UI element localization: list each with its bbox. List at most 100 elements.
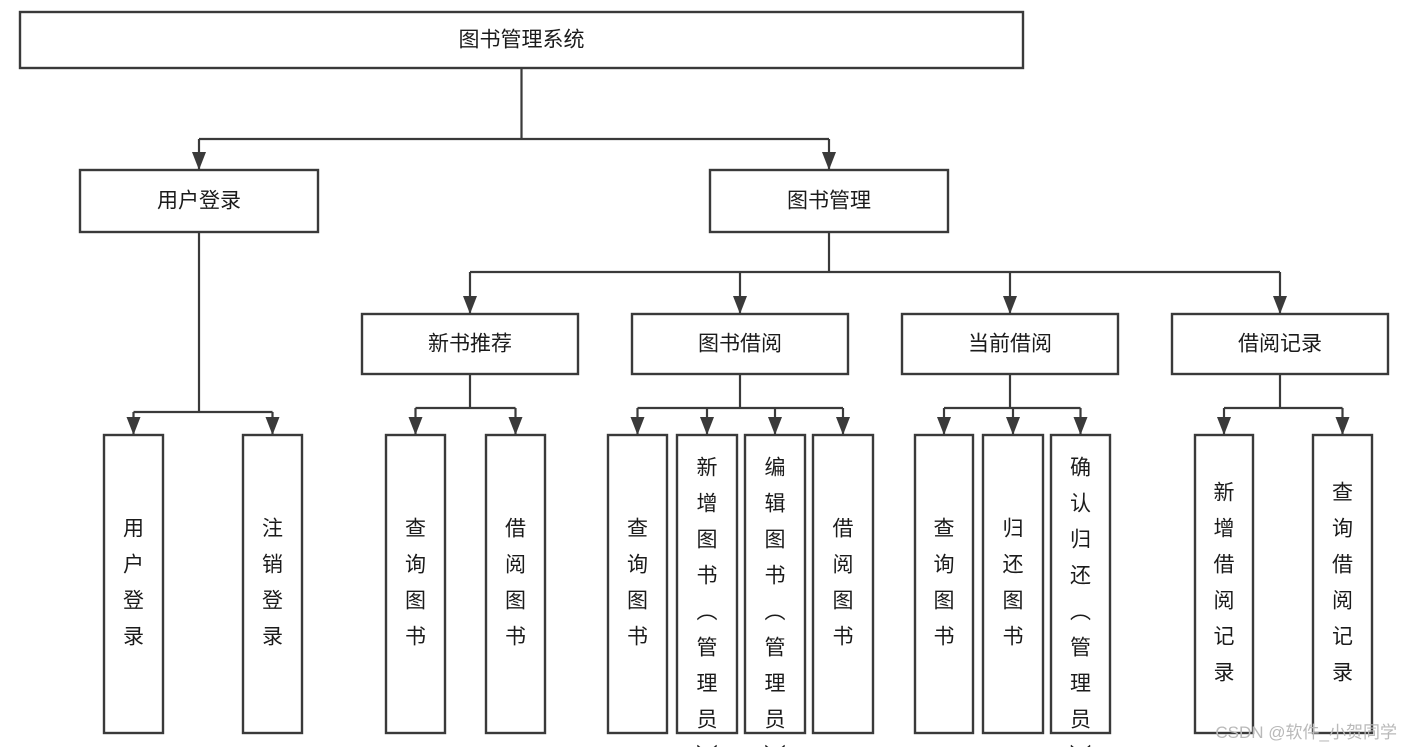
node-label-char: 书: [505, 626, 526, 649]
node-box-leaf-logout[interactable]: [241, 433, 304, 735]
node-leaf-return-book[interactable]: 归还图书归还图书: [981, 433, 1045, 735]
node-box-leaf-borrow-book-rec[interactable]: [484, 433, 547, 735]
arrow-head-icon: [192, 152, 206, 170]
node-label-char: 询: [1332, 518, 1353, 541]
node-box-l1-book-manage[interactable]: [708, 168, 950, 234]
node-label-char: 书: [833, 626, 854, 649]
arrow-head-icon: [1006, 417, 1020, 435]
node-l1-book-manage[interactable]: 图书管理: [708, 168, 950, 234]
node-box-leaf-query-book-borrow[interactable]: [606, 433, 669, 735]
node-label-char: 阅: [1214, 590, 1235, 613]
node-label-char: 管: [765, 637, 786, 660]
node-leaf-query-book-rec[interactable]: 查询图书查询图书: [384, 433, 447, 735]
node-leaf-query-book-current[interactable]: 查询图书查询图书: [913, 433, 975, 735]
node-l1-user-login[interactable]: 用户登录: [78, 168, 320, 234]
node-box-l2-new-book-rec[interactable]: [360, 312, 580, 376]
node-box-leaf-confirm-return-admin[interactable]: [1049, 433, 1112, 735]
node-label-char: 辑: [765, 493, 786, 516]
node-l2-book-borrow[interactable]: 图书借阅: [630, 312, 850, 376]
node-l2-current-borrow[interactable]: 当前借阅: [900, 312, 1120, 376]
node-label-char: 查: [934, 518, 955, 541]
node-label-char: ︶: [765, 745, 786, 747]
node-label-char: 注: [262, 518, 283, 541]
arrow-head-icon: [463, 296, 477, 314]
node-label-char: 录: [262, 626, 283, 649]
arrow-head-icon: [733, 296, 747, 314]
node-leaf-borrow-book[interactable]: 借阅图书借阅图书: [811, 433, 875, 735]
node-label-char: 图: [505, 590, 526, 613]
node-box-l2-current-borrow[interactable]: [900, 312, 1120, 376]
node-label-char: ︵: [765, 601, 786, 624]
node-label-char: 认: [1070, 493, 1091, 516]
arrow-head-icon: [1217, 417, 1231, 435]
node-box-leaf-add-book-admin[interactable]: [675, 433, 739, 735]
node-label-char: ︵: [1070, 601, 1091, 624]
node-label-char: 书: [765, 565, 786, 588]
node-box-root[interactable]: [18, 10, 1025, 70]
arrow-head-icon: [265, 417, 280, 435]
node-leaf-logout[interactable]: 注销登录注销登录: [241, 433, 304, 735]
node-box-leaf-query-book-current[interactable]: [913, 433, 975, 735]
arrow-head-icon: [408, 417, 423, 435]
node-label-char: 用: [123, 518, 144, 541]
node-box-l2-borrow-record[interactable]: [1170, 312, 1390, 376]
node-label-l2-new-book-rec: 新书推荐: [428, 333, 512, 356]
node-label-char: 登: [123, 590, 144, 613]
node-label-char: 图: [627, 590, 648, 613]
node-label-l2-borrow-record: 借阅记录: [1238, 333, 1322, 356]
node-label-l1-user-login: 用户登录: [157, 190, 241, 213]
node-label-char: 增: [1214, 518, 1235, 541]
node-leaf-add-borrow-record[interactable]: 新增借阅记录新增借阅记录: [1193, 433, 1255, 735]
node-label-char: 记: [1332, 626, 1353, 649]
node-label-char: 图: [765, 529, 786, 552]
node-label-root: 图书管理系统: [459, 29, 585, 52]
node-box-leaf-add-borrow-record[interactable]: [1193, 433, 1255, 735]
arrow-head-icon: [1003, 296, 1017, 314]
arrow-head-icon: [508, 417, 523, 435]
node-l2-borrow-record[interactable]: 借阅记录: [1170, 312, 1390, 376]
node-label-char: 书: [1003, 626, 1024, 649]
node-leaf-query-borrow-record[interactable]: 查询借阅记录查询借阅记录: [1311, 433, 1374, 735]
node-box-l2-book-borrow[interactable]: [630, 312, 850, 376]
node-box-leaf-user-login[interactable]: [102, 433, 165, 735]
node-label-char: 询: [627, 554, 648, 577]
node-leaf-user-login[interactable]: 用户登录用户登录: [102, 433, 165, 735]
node-label-char: 还: [1003, 554, 1024, 577]
node-label-char: 记: [1214, 626, 1235, 649]
node-box-leaf-borrow-book[interactable]: [811, 433, 875, 735]
node-label-char: 图: [697, 529, 718, 552]
node-leaf-borrow-book-rec[interactable]: 借阅图书借阅图书: [484, 433, 547, 735]
node-label-char: 阅: [1332, 590, 1353, 613]
arrow-head-icon: [1073, 417, 1088, 435]
node-label-char: 销: [262, 554, 283, 577]
node-label-l2-current-borrow: 当前借阅: [968, 333, 1052, 356]
node-box-leaf-return-book[interactable]: [981, 433, 1045, 735]
node-label-char: 借: [833, 518, 854, 541]
arrow-head-icon: [700, 417, 714, 435]
node-label-char: 员: [765, 709, 786, 732]
node-box-leaf-query-borrow-record[interactable]: [1311, 433, 1374, 735]
node-label-char: 确: [1070, 457, 1091, 480]
node-box-leaf-edit-book-admin[interactable]: [743, 433, 807, 735]
node-root[interactable]: 图书管理系统: [18, 10, 1025, 70]
arrow-head-icon: [768, 417, 782, 435]
node-l2-new-book-rec[interactable]: 新书推荐: [360, 312, 580, 376]
node-label-char: 户: [123, 554, 144, 577]
arrow-head-icon: [126, 417, 141, 435]
node-box-l1-user-login[interactable]: [78, 168, 320, 234]
arrow-head-icon: [822, 152, 836, 170]
node-label-char: ︶: [1070, 745, 1091, 747]
node-label-char: 归: [1003, 518, 1024, 541]
node-box-leaf-query-book-rec[interactable]: [384, 433, 447, 735]
node-leaf-query-book-borrow[interactable]: 查询图书查询图书: [606, 433, 669, 735]
node-label-l1-book-manage: 图书管理: [787, 190, 871, 213]
node-label-char: 录: [1332, 662, 1353, 685]
node-label-char: 借: [505, 518, 526, 541]
node-label-char: 录: [1214, 662, 1235, 685]
arrow-head-icon: [630, 417, 645, 435]
node-label-char: 查: [1332, 482, 1353, 505]
